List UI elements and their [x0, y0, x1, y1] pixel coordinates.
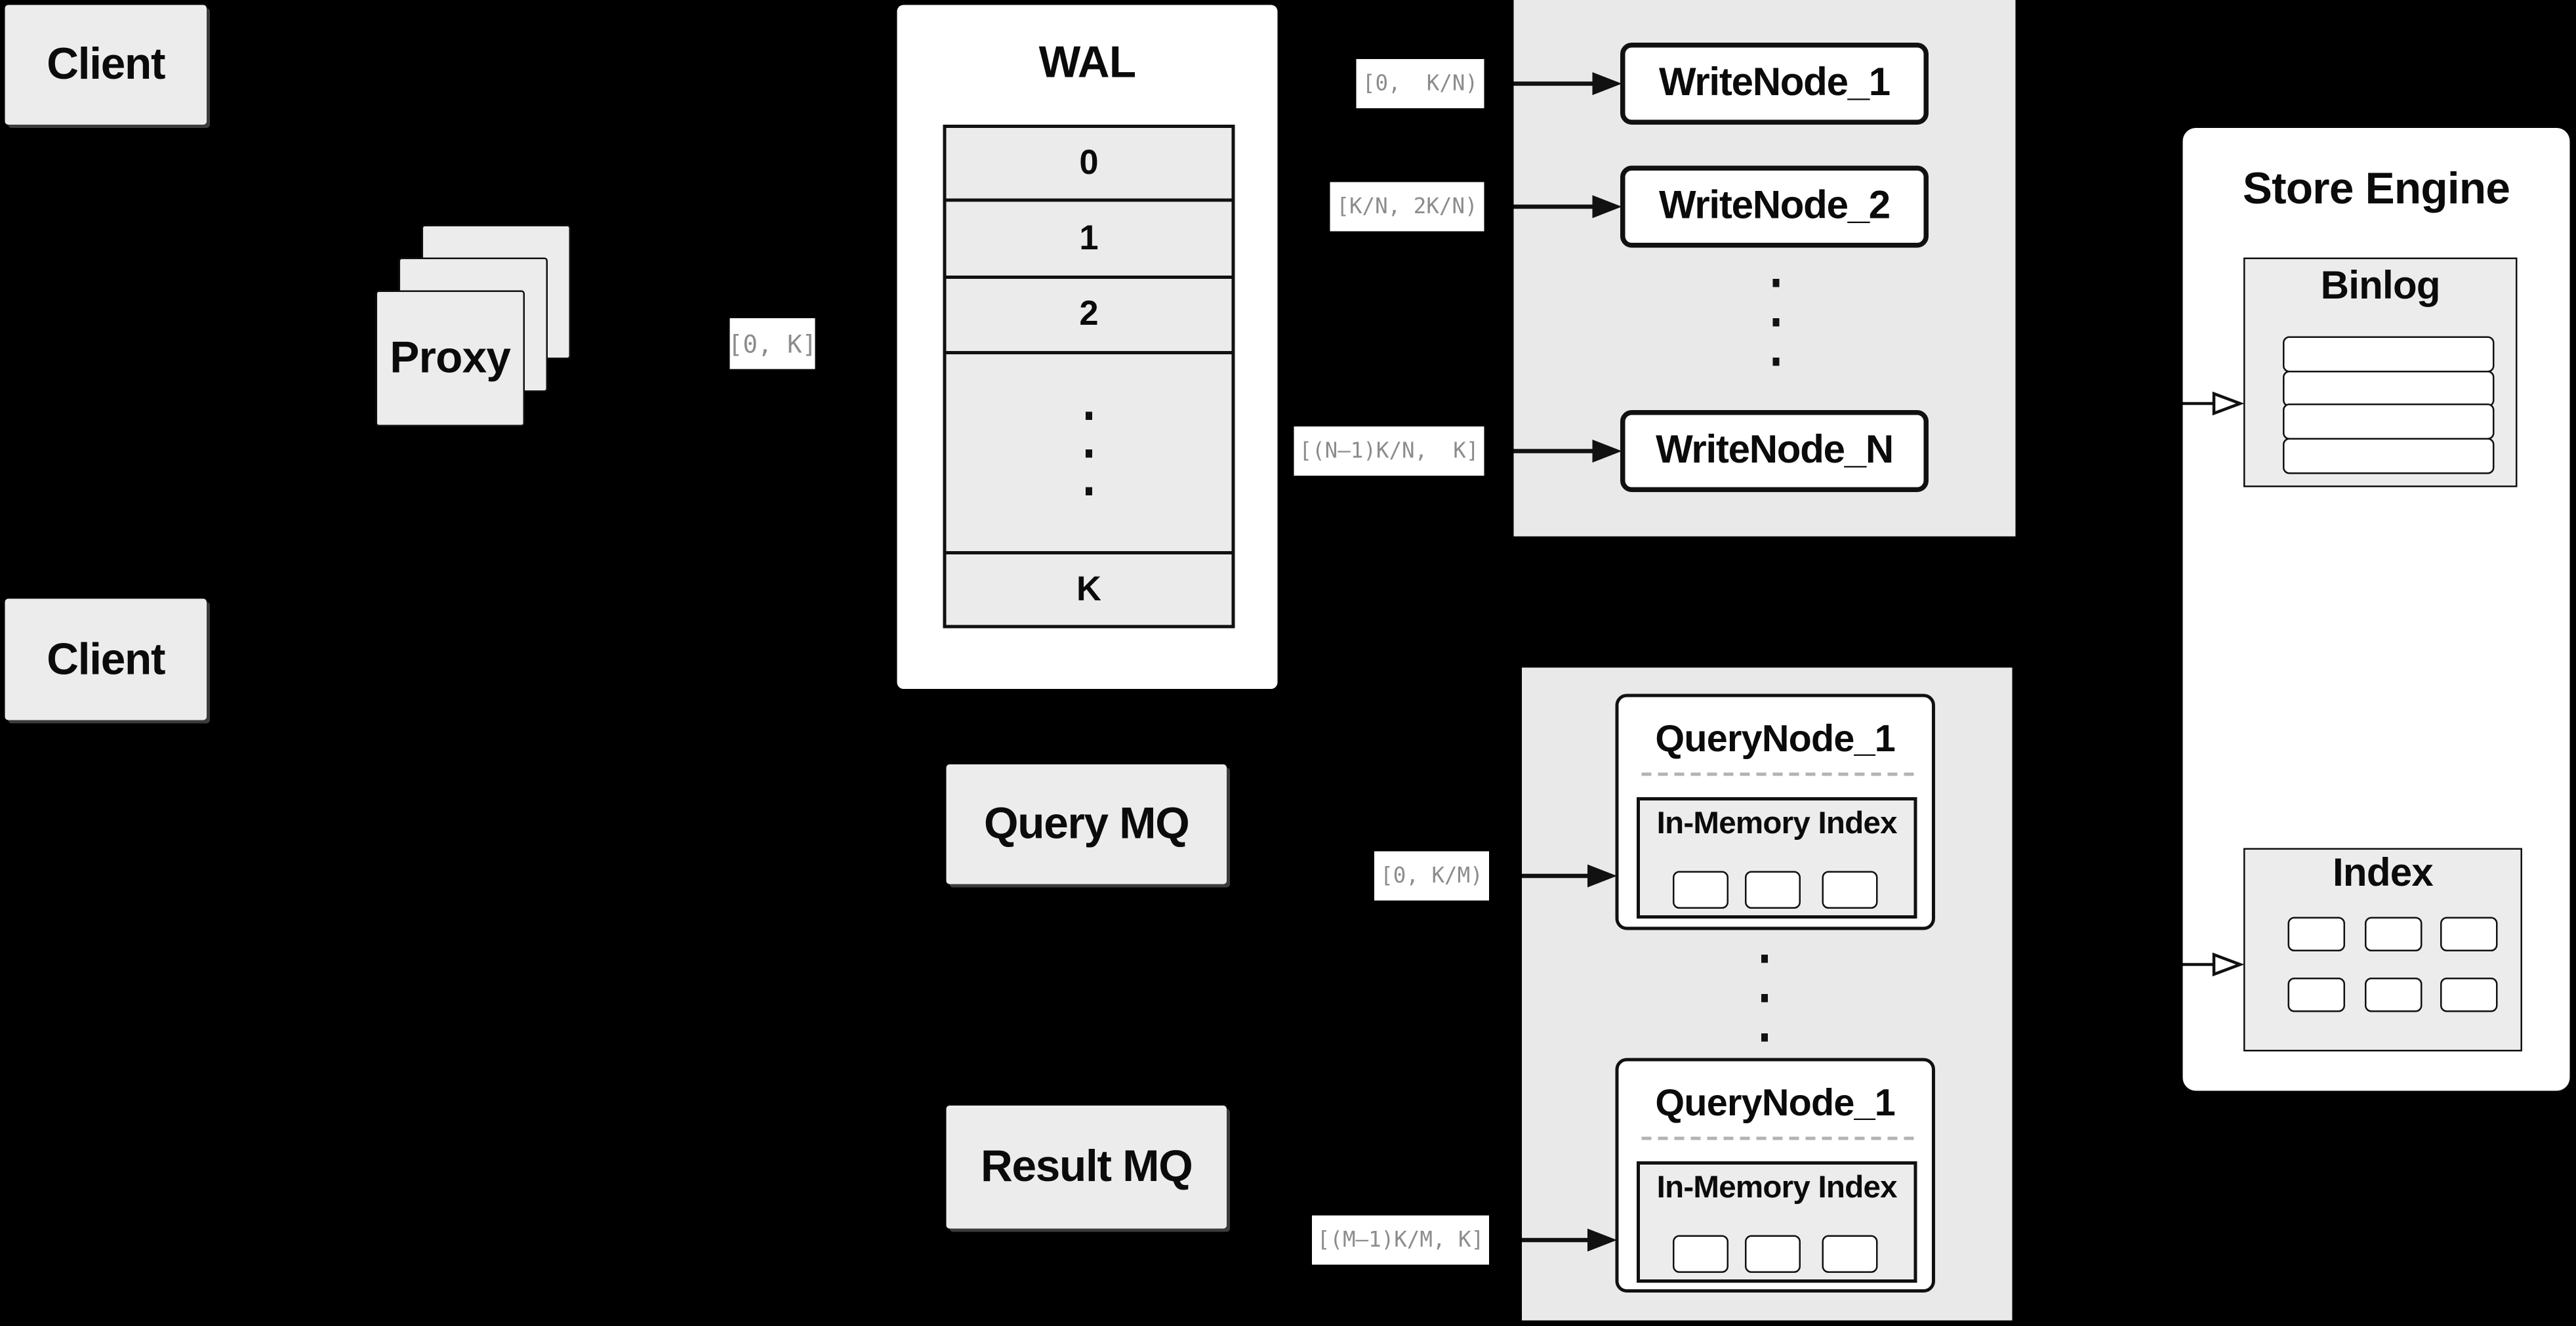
write-node-n-label: WriteNode_N — [1656, 428, 1894, 473]
segment-square — [1745, 871, 1801, 909]
index-square — [2287, 917, 2345, 951]
range-label-write-node-1: [0, K/N) — [1356, 59, 1484, 108]
write-node-1-label: WriteNode_1 — [1659, 60, 1891, 106]
ellipsis-dot — [1086, 486, 1092, 495]
segment-square — [1822, 871, 1878, 909]
binlog-row — [2283, 369, 2495, 406]
index-square — [2365, 978, 2423, 1012]
store-engine-panel: Store Engine Binlog Index — [2182, 128, 2570, 1091]
index-title: Index — [2333, 851, 2434, 896]
arrow-to-index — [2182, 952, 2245, 977]
ellipsis-dot — [1772, 279, 1780, 287]
write-node-2-box: WriteNode_2 — [1620, 165, 1929, 248]
wal-panel: WAL 0 1 2 K — [897, 5, 1278, 689]
query-node-2-box: QueryNode_1 In-Memory Index — [1615, 1058, 1935, 1293]
query-mq-label: Query MQ — [983, 798, 1190, 848]
wal-row-0: 0 — [946, 128, 1232, 199]
wal-table: 0 1 2 K — [943, 125, 1235, 629]
write-node-1-box: WriteNode_1 — [1620, 43, 1929, 125]
query-mq-box: Query MQ — [946, 764, 1227, 884]
index-square — [2365, 917, 2423, 951]
range-label-proxy-out: [0, K] — [728, 318, 817, 369]
binlog-row — [2283, 437, 2495, 474]
wal-row-2: 2 — [946, 279, 1232, 351]
query-node-1-inner-title: In-Memory Index — [1656, 807, 1898, 842]
arrow-to-query-node-1 — [1522, 864, 1617, 888]
ellipsis-dot — [1761, 955, 1768, 963]
arrow-to-write-node-n — [1513, 440, 1622, 463]
index-square — [2440, 978, 2498, 1012]
index-square — [2287, 978, 2345, 1012]
query-node-1-title: QueryNode_1 — [1655, 716, 1896, 760]
segment-square — [1745, 1235, 1801, 1273]
binlog-box: Binlog — [2243, 257, 2518, 487]
range-label-query-node-1: [0, K/M) — [1374, 851, 1489, 901]
query-node-2-inner-title: In-Memory Index — [1656, 1171, 1898, 1206]
wal-row-ellipsis — [946, 354, 1232, 551]
ellipsis-dot — [1086, 448, 1092, 457]
ellipsis-dot — [1086, 411, 1092, 419]
binlog-row — [2283, 336, 2495, 373]
query-node-2-title: QueryNode_1 — [1655, 1081, 1896, 1124]
arrow-to-write-node-1 — [1513, 72, 1622, 95]
ellipsis-dot — [1761, 994, 1768, 1003]
store-engine-title: Store Engine — [2242, 164, 2510, 213]
wal-title: WAL — [1038, 37, 1136, 87]
binlog-title: Binlog — [2320, 264, 2441, 309]
segment-square — [1673, 1235, 1728, 1273]
proxy-card-front: Proxy — [375, 290, 525, 426]
index-box: Index — [2243, 848, 2522, 1052]
wal-row-1: 1 — [946, 201, 1232, 276]
client-bottom-label: Client — [47, 634, 165, 684]
wal-row-k: K — [946, 554, 1232, 625]
result-mq-label: Result MQ — [980, 1142, 1193, 1191]
range-label-write-node-n: [(N–1)K/N, K] — [1294, 426, 1484, 476]
query-node-2-separator — [1641, 1136, 1914, 1140]
arrow-to-query-node-m — [1522, 1228, 1617, 1252]
write-node-2-label: WriteNode_2 — [1659, 184, 1891, 228]
result-mq-box: Result MQ — [946, 1106, 1227, 1229]
index-square — [2440, 917, 2498, 951]
segment-square — [1822, 1235, 1878, 1273]
range-label-query-node-m: [(M–1)K/M, K] — [1312, 1215, 1489, 1265]
query-node-1-box: QueryNode_1 In-Memory Index — [1615, 694, 1935, 930]
binlog-rows — [2283, 336, 2495, 474]
range-label-write-node-2: [K/N, 2K/N) — [1330, 182, 1484, 232]
segment-square — [1673, 871, 1728, 909]
client-top-box: Client — [5, 5, 207, 125]
ellipsis-dot — [1761, 1033, 1768, 1042]
client-top-label: Client — [47, 39, 165, 89]
query-node-1-inner-box: In-Memory Index — [1637, 797, 1917, 919]
write-node-n-box: WriteNode_N — [1620, 410, 1929, 492]
arrow-to-write-node-2 — [1513, 195, 1622, 218]
binlog-row — [2283, 404, 2495, 440]
query-node-1-separator — [1641, 772, 1914, 776]
proxy-label: Proxy — [390, 333, 511, 383]
arrow-to-binlog — [2182, 391, 2245, 416]
query-node-2-inner-box: In-Memory Index — [1637, 1161, 1917, 1283]
ellipsis-dot — [1772, 358, 1780, 366]
ellipsis-dot — [1772, 318, 1780, 327]
client-bottom-box: Client — [5, 598, 207, 720]
